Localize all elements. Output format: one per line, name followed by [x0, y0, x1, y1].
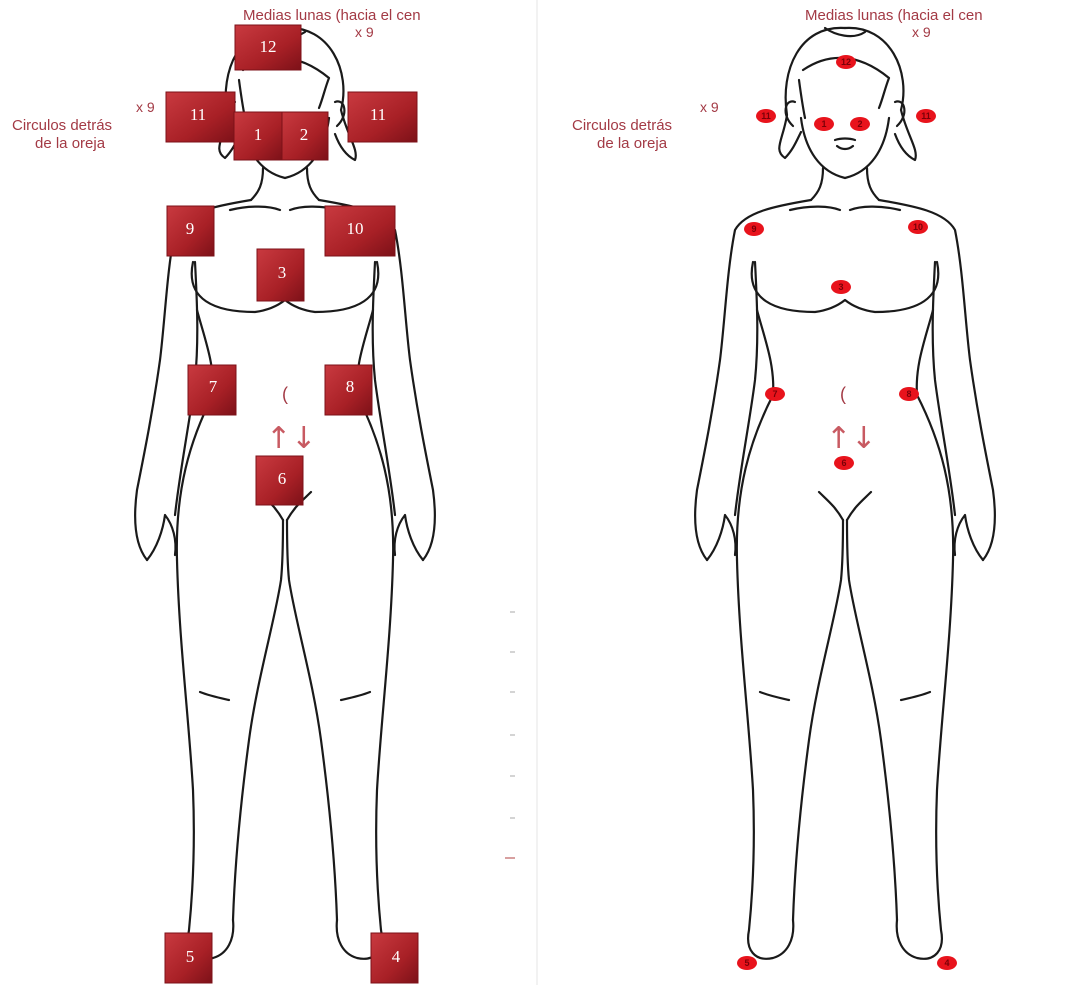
marker-dot-4: 4 [937, 956, 957, 970]
marker-dot-11-left-label: 11 [761, 111, 771, 121]
marker-box-10-label: 10 [347, 219, 364, 238]
marker-box-1: 1 [234, 112, 282, 160]
header-line1: Medias lunas (hacia el cen [243, 7, 421, 24]
marker-box-7-label: 7 [209, 377, 218, 396]
marker-box-6: 6 [256, 456, 303, 505]
marker-box-12: 12 [235, 25, 301, 70]
side-count-right: x 9 [700, 99, 719, 115]
marker-box-10: 10 [325, 206, 395, 256]
marker-dot-11-left: 11 [756, 109, 776, 123]
marker-dot-9: 9 [744, 222, 764, 236]
marker-dot-10-label: 10 [913, 222, 923, 232]
marker-dot-11-right-label: 11 [921, 111, 931, 121]
marker-box-8: 8 [325, 365, 372, 415]
side-count: x 9 [136, 99, 155, 115]
navel-mark: ( [282, 384, 288, 404]
marker-dot-1-label: 1 [821, 119, 826, 129]
marker-dot-3-label: 3 [838, 282, 843, 292]
marker-box-6-label: 6 [278, 469, 287, 488]
marker-dot-7-label: 7 [772, 389, 777, 399]
marker-box-11-left: 11 [166, 92, 235, 142]
marker-box-11-left-label: 11 [190, 105, 206, 124]
marker-box-3: 3 [257, 249, 304, 301]
marker-box-11-right-label: 11 [370, 105, 386, 124]
marker-box-11-right: 11 [348, 92, 417, 142]
up-down-arrows: ↑↓ [266, 421, 316, 456]
marker-box-4: 4 [371, 933, 418, 983]
marker-dot-9-label: 9 [751, 224, 756, 234]
marker-dot-1: 1 [814, 117, 834, 131]
marker-box-12-label: 12 [260, 37, 277, 56]
side-line2-right: de la oreja [597, 135, 668, 152]
header-line2: x 9 [355, 24, 374, 40]
marker-box-4-label: 4 [392, 947, 401, 966]
up-down-arrows-right: ↑↓ [826, 421, 876, 456]
marker-dot-5-label: 5 [744, 958, 749, 968]
marker-dot-8: 8 [899, 387, 919, 401]
marker-dot-3: 3 [831, 280, 851, 294]
marker-box-9-label: 9 [186, 219, 195, 238]
marker-dot-6: 6 [834, 456, 854, 470]
marker-dot-4-label: 4 [944, 958, 949, 968]
marker-dot-10: 10 [908, 220, 928, 234]
marker-dot-12: 12 [836, 55, 856, 69]
marker-box-9: 9 [167, 206, 214, 256]
marker-dot-2-label: 2 [857, 119, 862, 129]
header-line2-right: x 9 [912, 24, 931, 40]
marker-box-2-label: 2 [300, 125, 309, 144]
marker-dot-12-label: 12 [841, 57, 851, 67]
side-line1-right: Circulos detrás [572, 117, 672, 134]
marker-dot-2: 2 [850, 117, 870, 131]
marker-box-3-label: 3 [278, 263, 287, 282]
marker-box-2: 2 [282, 112, 328, 160]
navel-mark-right: ( [840, 384, 846, 404]
marker-box-5: 5 [165, 933, 212, 983]
right-figure-outline [695, 28, 995, 959]
header-line1-right: Medias lunas (hacia el cen [805, 7, 983, 24]
marker-dot-11-right: 11 [916, 109, 936, 123]
marker-box-7: 7 [188, 365, 236, 415]
side-line1: Circulos detrás [12, 117, 112, 134]
marker-box-8-label: 8 [346, 377, 355, 396]
marker-dot-8-label: 8 [906, 389, 911, 399]
side-line2: de la oreja [35, 135, 106, 152]
marker-box-1-label: 1 [254, 125, 263, 144]
marker-dot-5: 5 [737, 956, 757, 970]
edge-ticks [505, 612, 515, 858]
marker-dot-6-label: 6 [841, 458, 846, 468]
marker-box-5-label: 5 [186, 947, 195, 966]
marker-dot-7: 7 [765, 387, 785, 401]
